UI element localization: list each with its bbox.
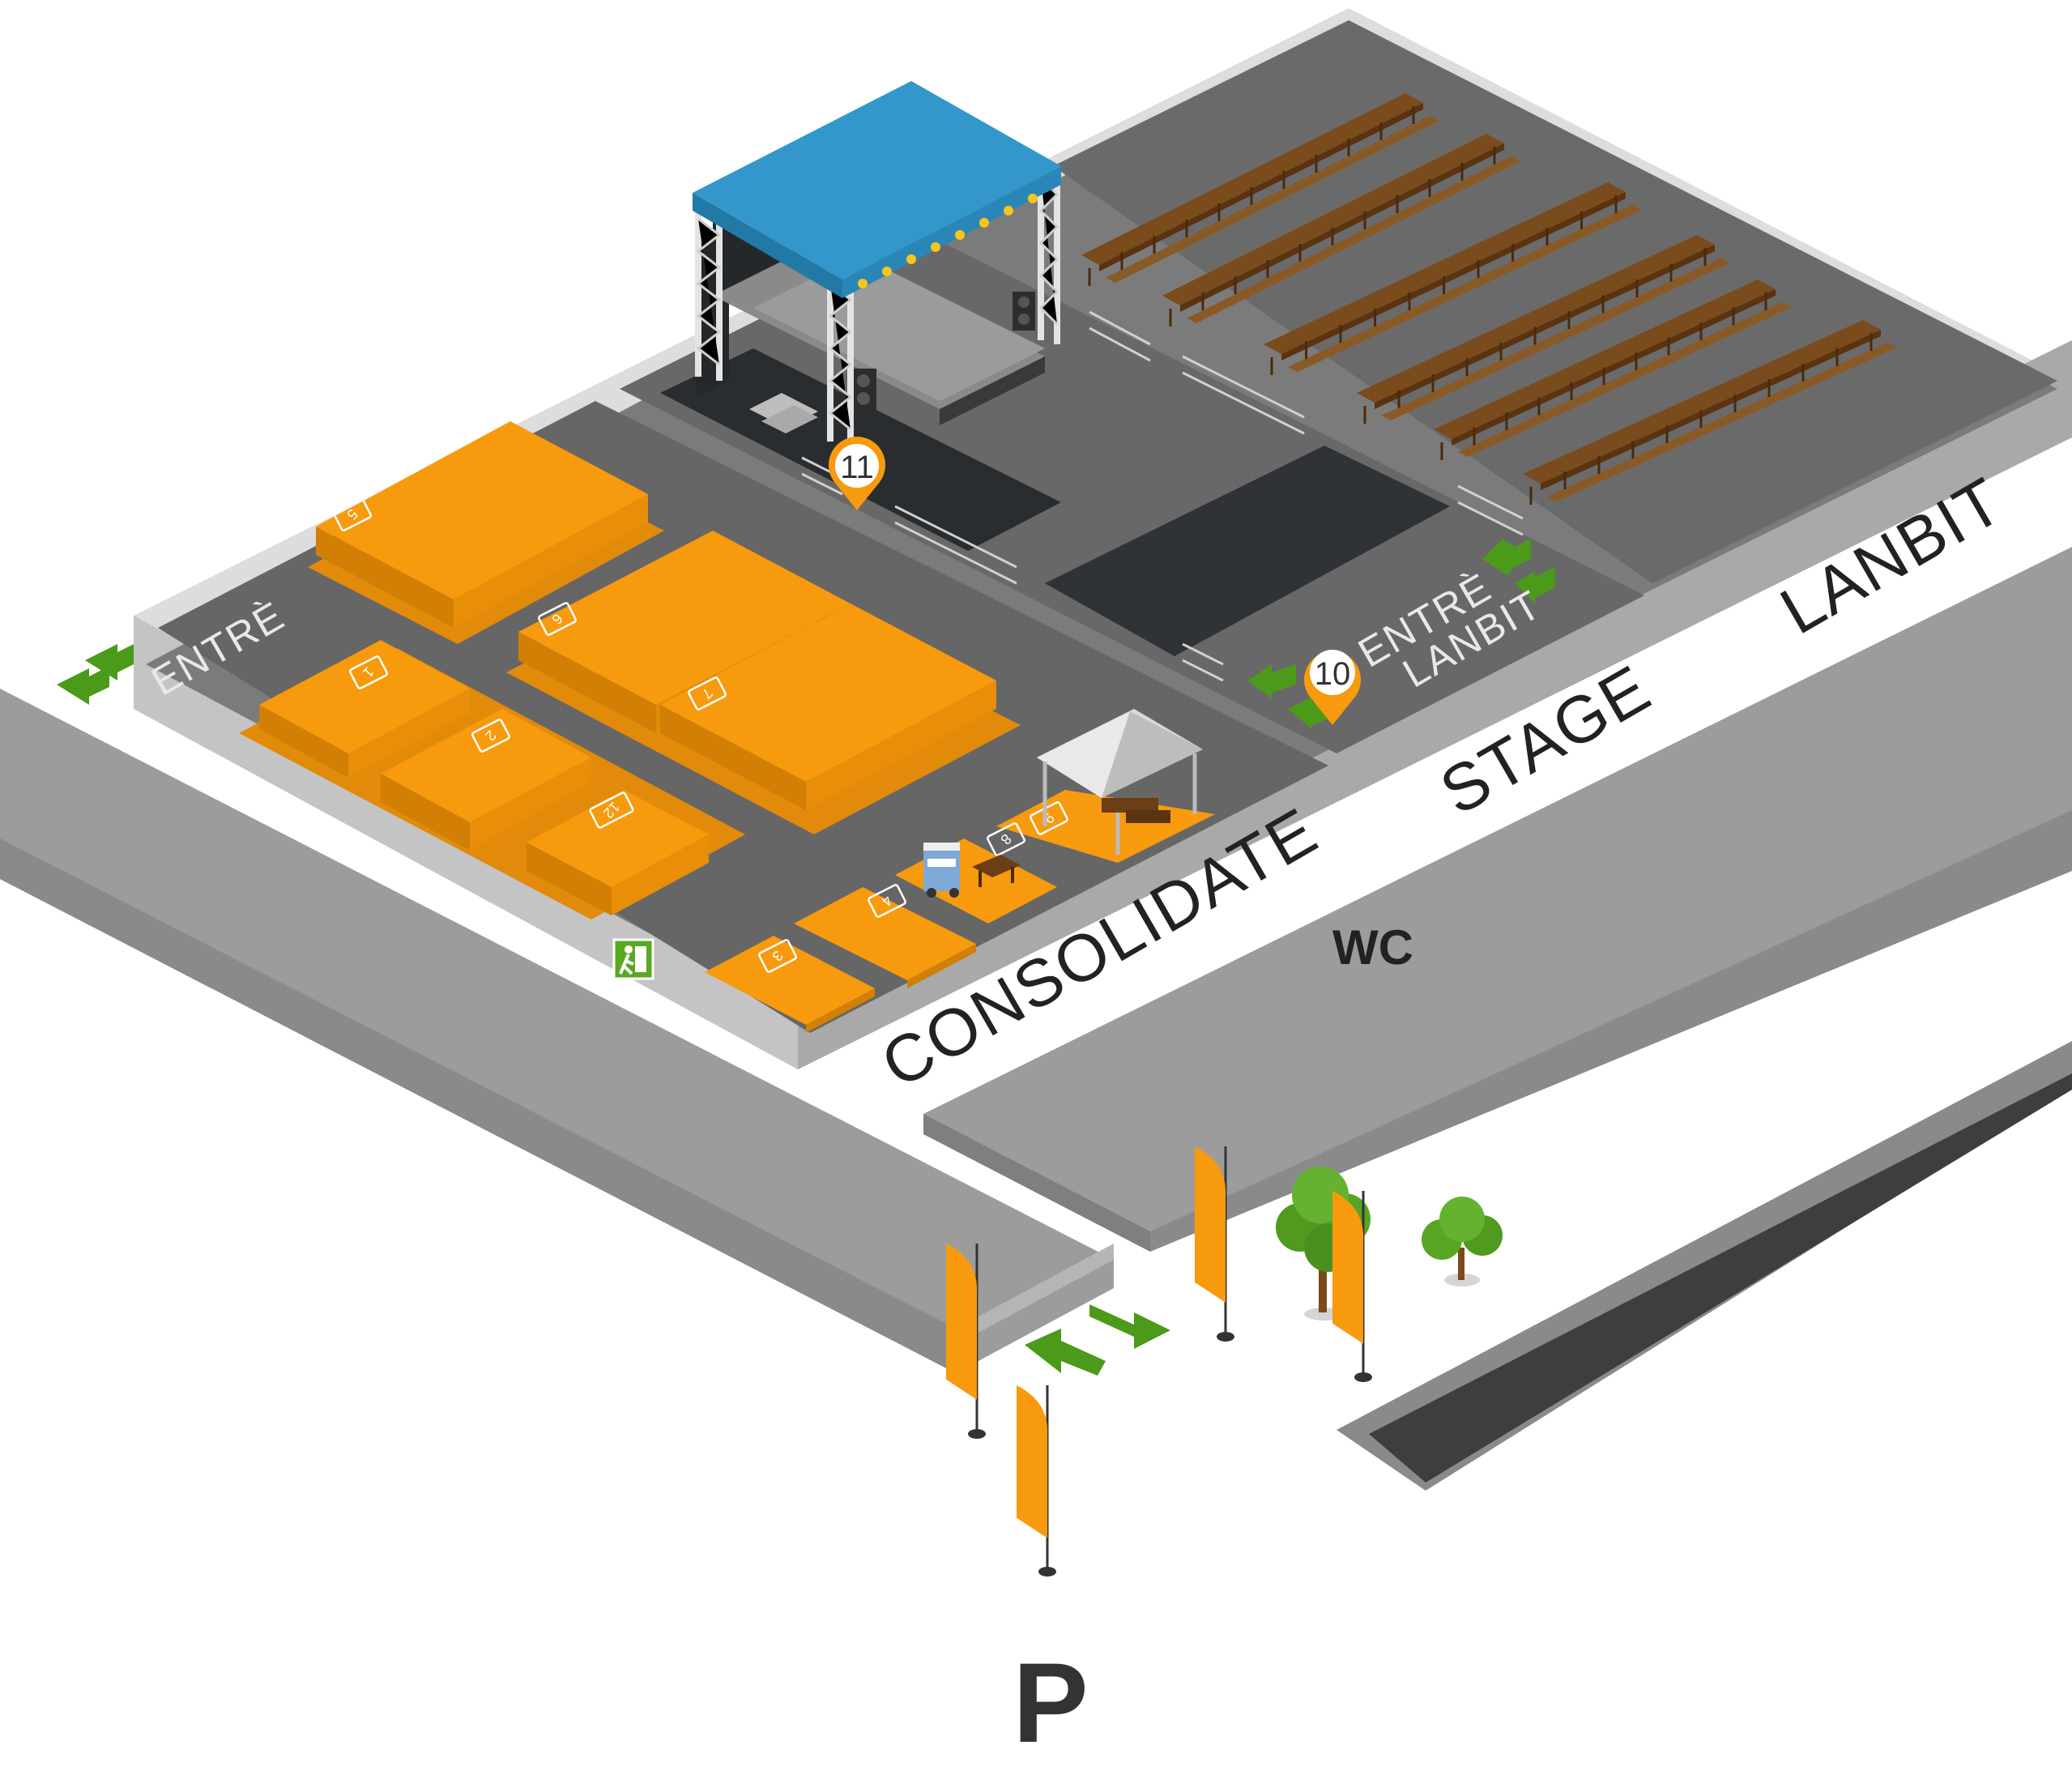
booth-5[interactable] xyxy=(308,421,664,644)
picnic-table xyxy=(972,855,1021,887)
map-pin-11[interactable]: 11 xyxy=(829,437,886,510)
booth-6-7[interactable] xyxy=(506,531,1021,834)
bench-rows xyxy=(1081,93,1897,505)
parking-entrance-arrows-icon xyxy=(1025,1304,1170,1376)
food-cart-icon xyxy=(923,843,960,898)
emergency-exit-icon xyxy=(612,938,654,980)
dark-stage-floor xyxy=(1045,446,1450,656)
feather-flag-icon xyxy=(946,1146,1372,1577)
booth-1-2-12[interactable] xyxy=(239,640,745,920)
svg-text:11: 11 xyxy=(840,450,874,485)
road-west xyxy=(0,689,1114,1373)
wc-label: WC xyxy=(1332,920,1413,975)
svg-text:10: 10 xyxy=(1315,656,1351,692)
entrance-arrows-lanbit-icon xyxy=(1247,539,1555,729)
parking-label: P xyxy=(1013,1639,1088,1766)
tent-icon xyxy=(1037,709,1203,855)
tree-icon xyxy=(1276,1167,1503,1321)
map-pin-10[interactable]: 10 xyxy=(1304,650,1362,725)
road-east xyxy=(923,547,2072,1252)
road-southeast xyxy=(1337,1041,2072,1491)
entrance-arrows-icon xyxy=(57,644,134,705)
